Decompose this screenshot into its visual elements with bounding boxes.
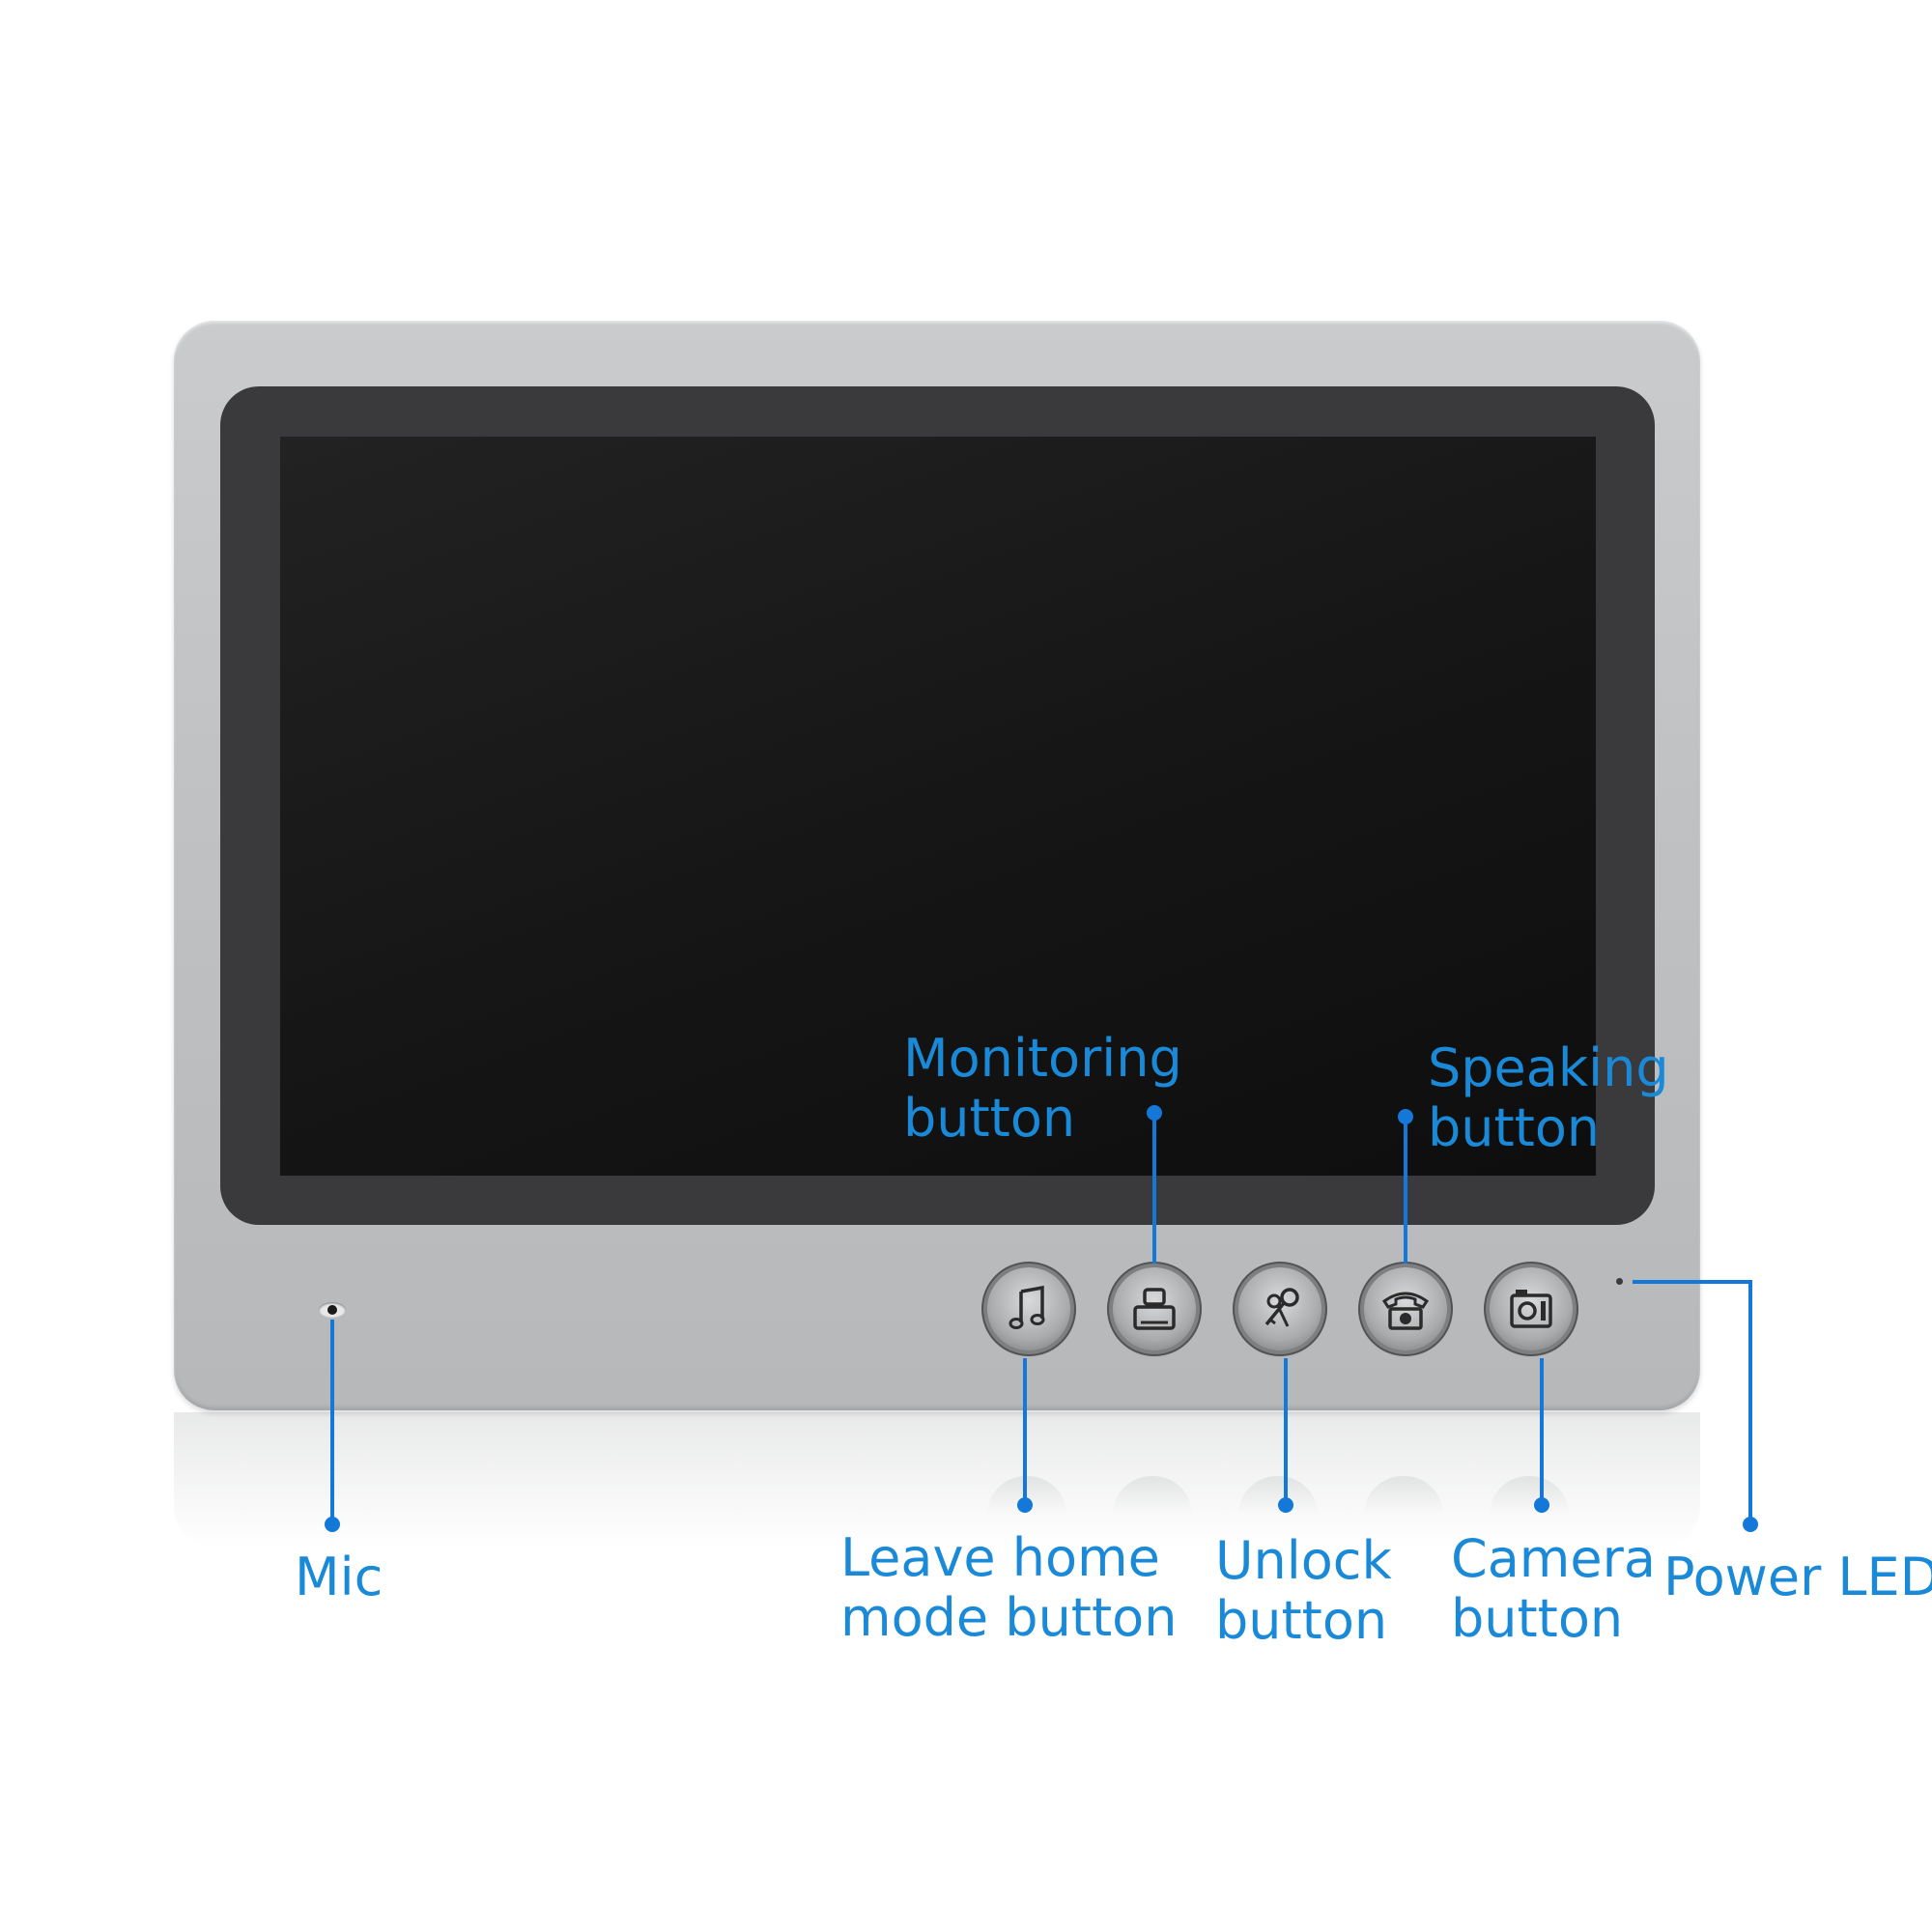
power-led-label: Power LED <box>1663 1548 1932 1607</box>
unlock-button[interactable] <box>1238 1267 1321 1350</box>
callout-line <box>1633 1280 1752 1284</box>
mic-label: Mic <box>295 1548 383 1607</box>
callout-dot <box>1278 1497 1293 1513</box>
power-led <box>1616 1278 1623 1285</box>
label-line: Unlock <box>1215 1530 1392 1591</box>
callout-dot <box>1534 1497 1549 1513</box>
camera-icon <box>1510 1290 1552 1328</box>
label-line: Monitoring <box>903 1028 1182 1089</box>
callout-line <box>1540 1358 1544 1505</box>
label-line: Camera <box>1451 1528 1656 1589</box>
callout-line <box>1748 1280 1752 1521</box>
leave-home-mode-button-label: Leave home mode button <box>840 1528 1177 1648</box>
label-line: Mic <box>295 1547 384 1607</box>
callout-line <box>1152 1113 1156 1264</box>
label-line: mode button <box>840 1587 1178 1648</box>
music-note-icon <box>1009 1285 1045 1329</box>
display-screen <box>280 437 1596 1176</box>
label-line: button <box>1215 1590 1388 1651</box>
callout-line <box>330 1320 334 1522</box>
callout-line <box>1284 1358 1288 1505</box>
speaking-button[interactable] <box>1364 1267 1447 1350</box>
label-line: Power LED <box>1663 1547 1932 1607</box>
label-line: Leave home <box>840 1527 1160 1588</box>
camera-button-label: Camera button <box>1451 1529 1656 1649</box>
person-monitor-icon <box>1133 1288 1176 1330</box>
monitoring-button[interactable] <box>1113 1267 1196 1350</box>
label-line: Speaking <box>1428 1037 1669 1098</box>
phone-icon <box>1381 1292 1430 1330</box>
callout-dot <box>1743 1517 1758 1532</box>
monitoring-button-label: Monitoring button <box>903 1029 1182 1149</box>
speaking-button-label: Speaking button <box>1428 1038 1669 1158</box>
device-reflection <box>174 1412 1700 1548</box>
camera-button[interactable] <box>1490 1267 1573 1350</box>
callout-dot <box>1017 1497 1033 1513</box>
callout-line <box>1404 1117 1407 1264</box>
label-line: button <box>1451 1588 1624 1649</box>
callout-dot <box>325 1517 340 1532</box>
callout-line <box>1023 1358 1027 1505</box>
leave-home-mode-button[interactable] <box>987 1267 1070 1350</box>
keys-icon <box>1264 1288 1299 1327</box>
mic-hole <box>319 1302 346 1318</box>
unlock-button-label: Unlock button <box>1215 1531 1392 1651</box>
label-line: button <box>903 1088 1076 1149</box>
label-line: button <box>1428 1097 1601 1158</box>
